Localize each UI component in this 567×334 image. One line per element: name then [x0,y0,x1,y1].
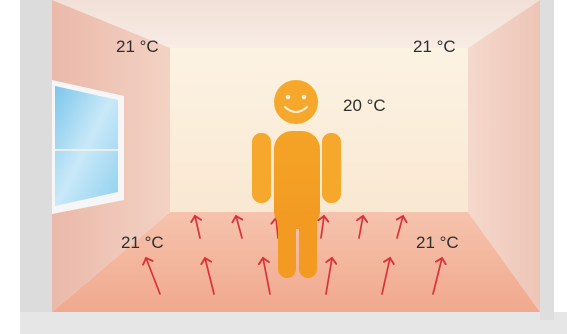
person-right-arm [322,133,341,203]
temp-floor-right: 21 °C [416,234,459,251]
frame-left-bar [20,0,52,320]
window-icon [52,80,124,214]
person-left-arm [252,133,271,203]
temp-floor-left: 21 °C [121,234,164,251]
person-head [274,80,318,124]
frame-right-bar [540,0,554,320]
frame-bottom-bar [20,312,567,334]
person-leg [278,210,296,278]
temp-top-left: 21 °C [116,38,159,55]
person-leg [299,210,317,278]
temp-person: 20 °C [343,97,386,114]
temp-top-right: 21 °C [413,38,456,55]
